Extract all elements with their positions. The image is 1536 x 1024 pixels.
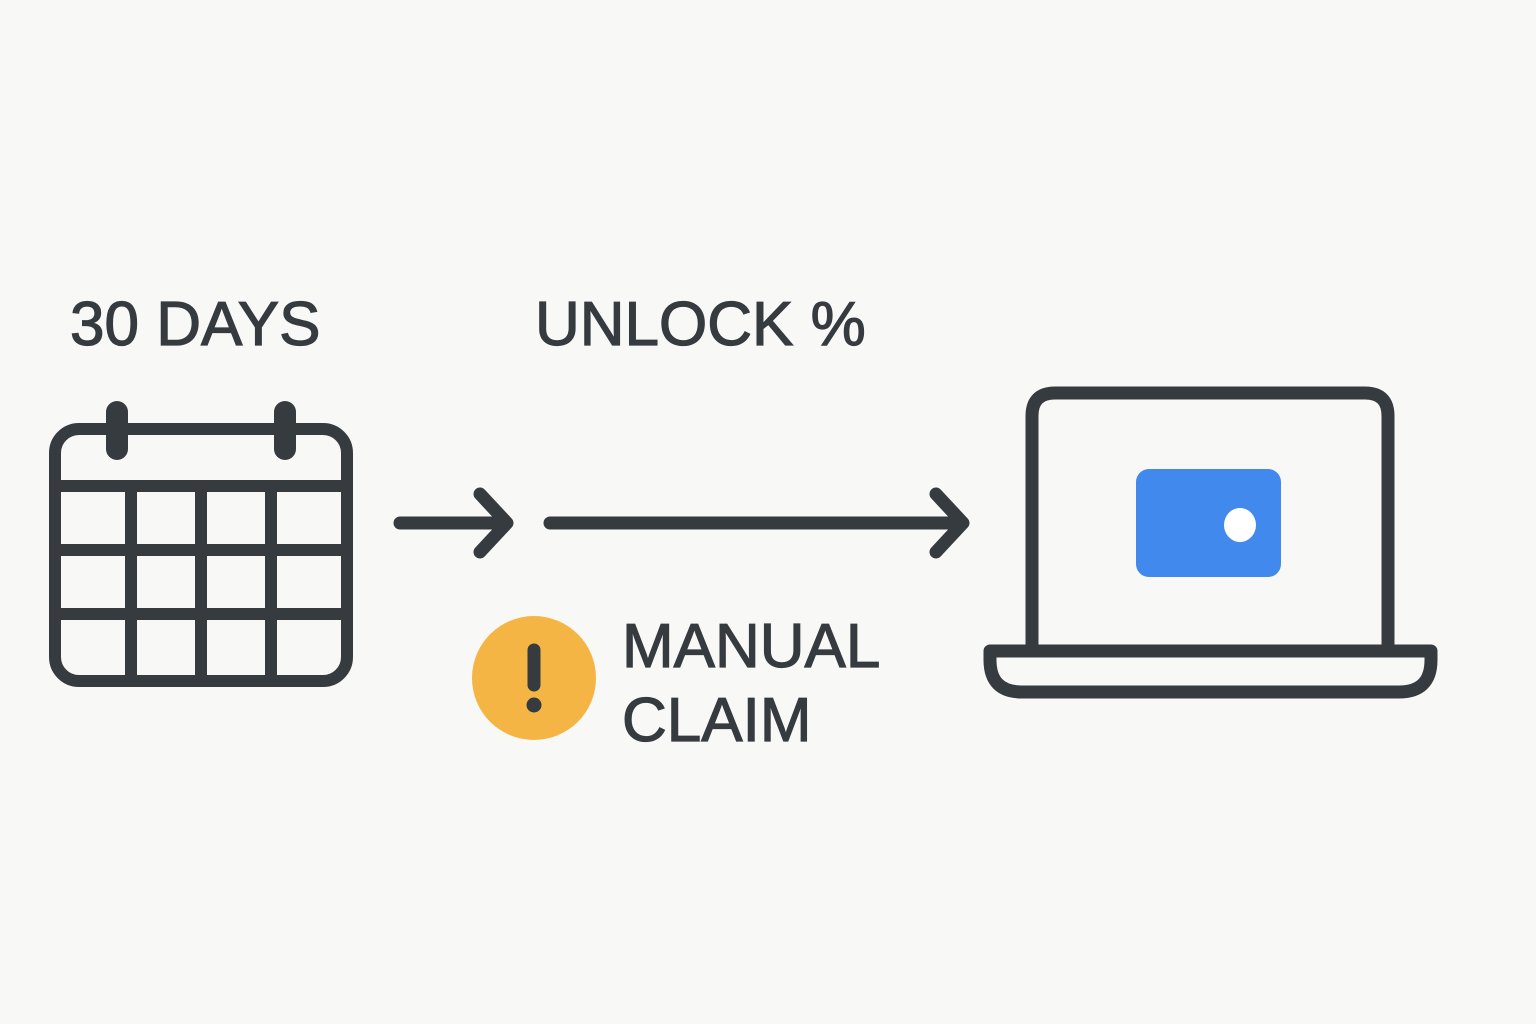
calendar-icon bbox=[49, 401, 353, 687]
manual-claim-line2: CLAIM bbox=[621, 685, 812, 755]
laptop-icon bbox=[983, 386, 1438, 699]
long-arrow-icon bbox=[543, 487, 970, 559]
warning-icon bbox=[472, 616, 596, 740]
short-arrow-icon bbox=[393, 487, 514, 559]
wallet-icon bbox=[1136, 469, 1281, 577]
manual-claim-label: MANUAL CLAIM bbox=[621, 610, 881, 758]
manual-claim-line1: MANUAL bbox=[621, 611, 881, 681]
unlock-percent-label: UNLOCK % bbox=[534, 290, 866, 359]
duration-label: 30 DAYS bbox=[69, 290, 321, 359]
